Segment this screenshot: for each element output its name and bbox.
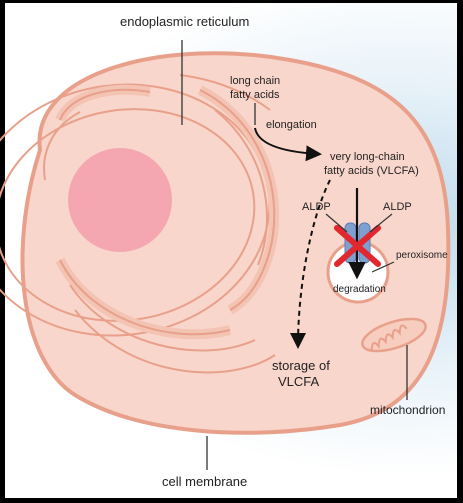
label-long-chain-2: fatty acids [230, 89, 280, 101]
nucleus [68, 148, 172, 252]
label-aldp-left: ALDP [302, 201, 331, 213]
label-vlcfa-1: very long-chain [330, 151, 405, 163]
label-aldp-right: ALDP [383, 201, 412, 213]
label-endoplasmic-reticulum: endoplasmic reticulum [120, 14, 249, 29]
label-peroxisome: peroxisome [396, 250, 448, 261]
label-cell-membrane: cell membrane [162, 474, 247, 489]
label-storage-1: storage of [272, 358, 330, 373]
label-long-chain-1: long chain [230, 75, 280, 87]
label-degradation: degradation [333, 284, 386, 295]
label-elongation: elongation [266, 119, 317, 131]
label-storage-2: VLCFA [278, 374, 320, 389]
label-mitochondrion: mitochondrion [370, 403, 445, 417]
label-vlcfa-2: fatty acids (VLCFA) [324, 165, 419, 177]
